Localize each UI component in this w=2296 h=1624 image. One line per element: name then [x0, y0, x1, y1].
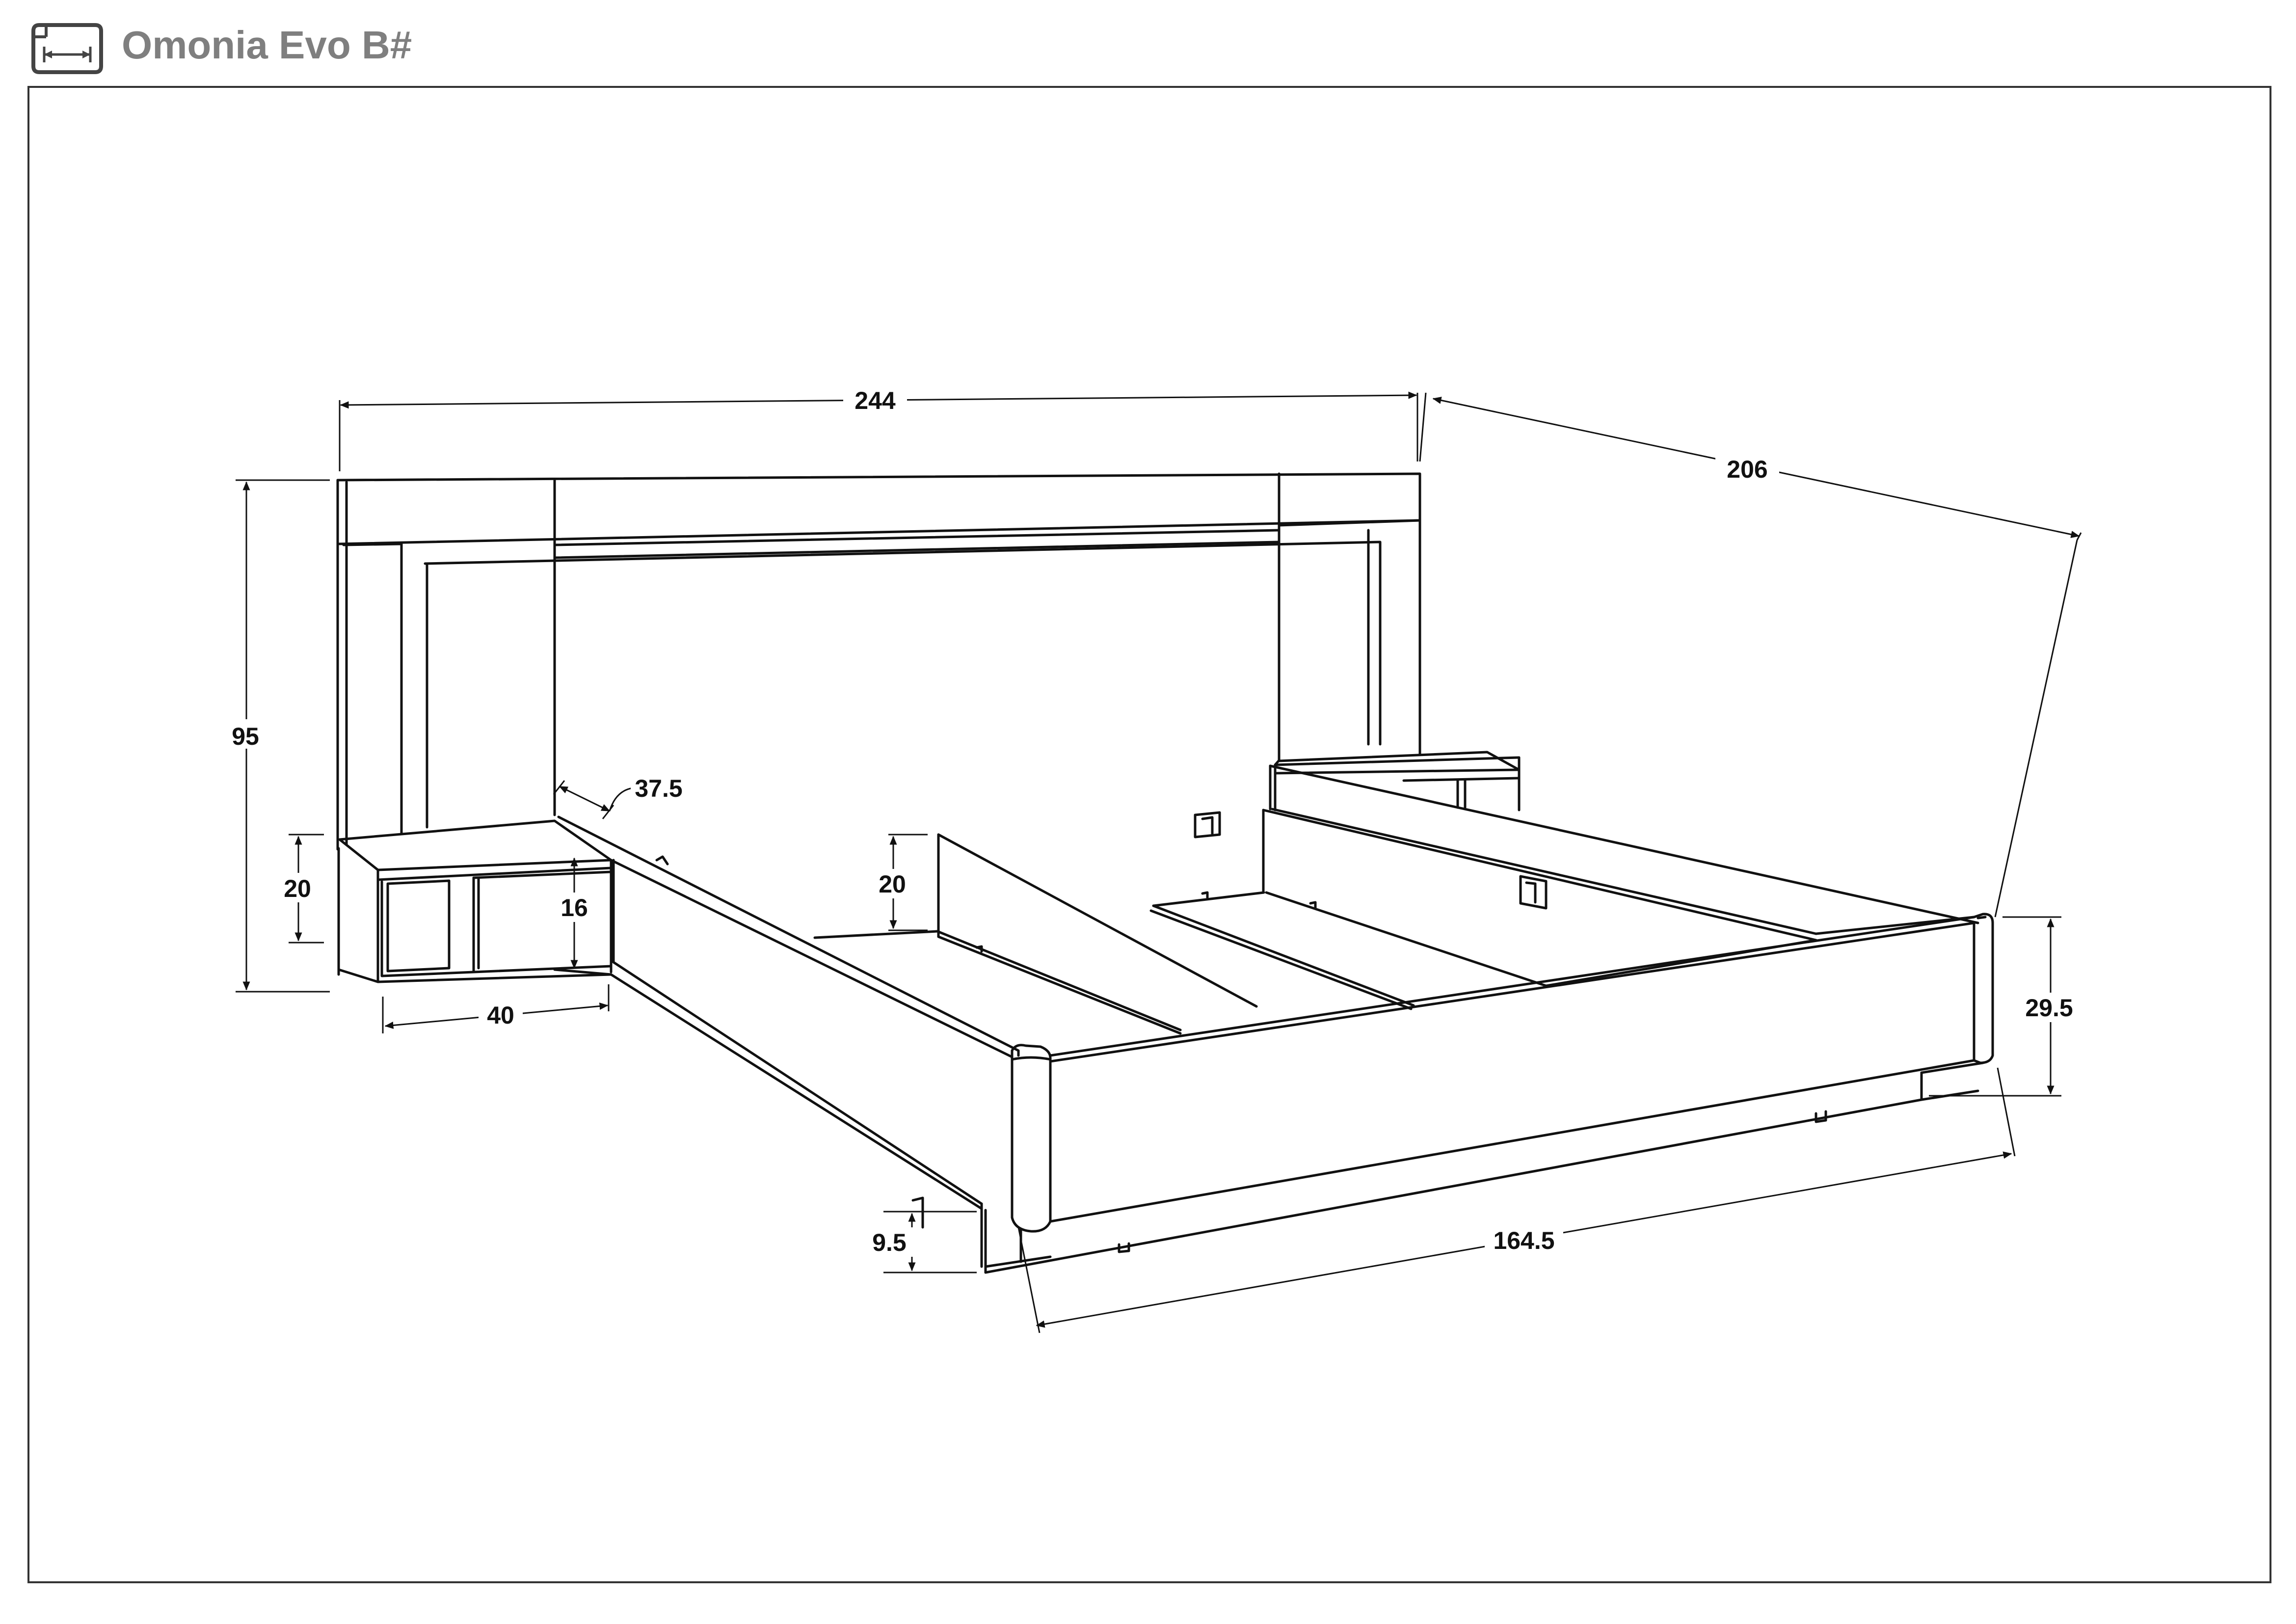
right-nightstand: [1274, 751, 1521, 812]
left-side-rail: [557, 815, 1020, 1274]
dim-drawer-height: 16: [561, 894, 588, 921]
dim-nightstand-width: 40: [487, 1001, 514, 1029]
page-title: Omonia Evo B#: [122, 23, 412, 67]
dim-total-length: 206: [1727, 456, 1767, 483]
dim-side-rail-height: 20: [879, 870, 906, 898]
dim-base-height: 9.5: [872, 1229, 907, 1256]
dim-bed-frame-height: 29.5: [2025, 994, 2073, 1022]
right-inner-rail: [1262, 764, 1979, 987]
drawing-frame: [27, 86, 2271, 1583]
dim-headboard-height: 95: [232, 723, 259, 750]
bracket-marks: [1194, 811, 1548, 910]
dim-foot-width: 164.5: [1493, 1227, 1554, 1254]
dimension-labels: 244 206 95 20 16 40 37.5 20 29.5 164.5 9…: [225, 385, 2081, 1257]
dim-total-width: 244: [854, 387, 896, 414]
dim-nightstand-depth: 37.5: [635, 775, 682, 802]
mattress-base: [813, 833, 1548, 1035]
dim-nightstand-height: 20: [284, 875, 311, 902]
base-plinth: [984, 1061, 1984, 1274]
headboard: [336, 472, 1421, 851]
footboard: [1011, 913, 1994, 1233]
bed-linework: [336, 472, 1994, 1274]
dimension-icon: [30, 22, 104, 75]
left-nightstand: [337, 819, 613, 983]
